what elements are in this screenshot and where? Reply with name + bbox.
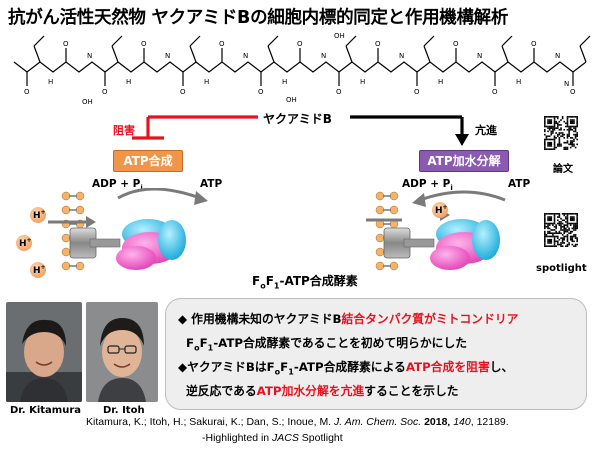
svg-text:N: N: [477, 52, 482, 60]
svg-text:H: H: [48, 78, 53, 86]
right-enzyme: [366, 190, 506, 271]
svg-text:O: O: [297, 40, 303, 48]
svg-text:O: O: [180, 88, 186, 96]
svg-text:H: H: [438, 78, 443, 86]
enzyme-label: FoF1-ATP合成酵素: [252, 274, 358, 291]
pathway-arrows: [132, 115, 469, 146]
svg-text:O: O: [141, 40, 147, 48]
activate-label: 亢進: [475, 124, 497, 137]
svg-text:O: O: [219, 40, 225, 48]
atp-synthase-illustrations: [16, 188, 506, 278]
caption-kitamura: Dr. Kitamura: [10, 405, 82, 416]
proton-label-4: H+: [435, 204, 448, 216]
svg-text:N: N: [399, 52, 404, 60]
activate-arrowhead: [455, 134, 469, 146]
proton-label-3: H+: [33, 264, 46, 276]
inhibit-label: 阻害: [113, 124, 135, 137]
svg-text:N: N: [555, 52, 560, 60]
left-adp-label: ADP + Pi: [92, 178, 143, 193]
svg-text:O: O: [492, 88, 498, 96]
proton-label-2: H+: [19, 237, 32, 249]
atp-hydrolysis-pill: ATP加水分解: [419, 150, 509, 172]
page-title: 抗がん活性天然物 ヤクアミドBの細胞内標的同定と作用機構解析: [8, 8, 509, 28]
svg-text:N: N: [321, 52, 326, 60]
svg-text:H: H: [516, 78, 521, 86]
svg-text:O: O: [102, 88, 108, 96]
qr-paper-label: 論文: [553, 164, 573, 175]
svg-text:H: H: [360, 78, 365, 86]
svg-text:N: N: [165, 52, 170, 60]
left-enzyme: [16, 188, 208, 278]
right-atp-label: ATP: [508, 178, 531, 190]
svg-text:H: H: [204, 78, 209, 86]
summary-line-3: ◆ヤクアミドBはFoF1-ATP合成酵素によるATP合成を阻害し、: [178, 360, 514, 377]
qr-code-spotlight[interactable]: [544, 213, 578, 247]
svg-text:H: H: [126, 78, 131, 86]
qr-spotlight-label: spotlight: [536, 263, 587, 274]
svg-text:N: N: [243, 52, 248, 60]
svg-text:O: O: [414, 88, 420, 96]
svg-text:O: O: [570, 88, 576, 96]
citation: Kitamura, K.; Itoh, H.; Sakurai, K.; Dan…: [86, 416, 509, 428]
left-atp-label: ATP: [200, 178, 223, 190]
svg-text:OH: OH: [334, 32, 345, 40]
svg-text:O: O: [24, 88, 30, 96]
svg-text:OH: OH: [82, 98, 93, 106]
summary-box: ◆ 作用機構未知のヤクアミドB結合タンパク質がミトコンドリア FoF1-ATP合…: [165, 298, 587, 410]
right-adp-label: ADP + Pi: [402, 178, 453, 193]
photo-itoh: [86, 302, 158, 402]
summary-line-1: ◆ 作用機構未知のヤクアミドB結合タンパク質がミトコンドリア: [178, 312, 519, 326]
svg-text:H: H: [282, 78, 287, 86]
atp-synthesis-pill: ATP合成: [113, 150, 183, 172]
svg-text:O: O: [336, 88, 342, 96]
summary-line-2: FoF1-ATP合成酵素であることを初めて明らかにした: [186, 336, 468, 353]
svg-text:O: O: [453, 40, 459, 48]
caption-itoh: Dr. Itoh: [103, 405, 145, 416]
svg-text:N: N: [564, 80, 569, 88]
highlight-note: -Highlighted in JACS Spotlight: [202, 432, 343, 444]
proton-label-1: H+: [33, 209, 46, 221]
svg-text:O: O: [63, 40, 69, 48]
summary-line-4: 逆反応であるATP加水分解を亢進することを示した: [186, 384, 459, 398]
qr-code-paper[interactable]: [544, 116, 578, 150]
photo-kitamura: [6, 302, 82, 402]
svg-text:N: N: [87, 52, 92, 60]
svg-text:O: O: [258, 88, 264, 96]
svg-text:OH: OH: [286, 96, 297, 104]
compound-label: ヤクアミドB: [263, 112, 332, 126]
svg-text:O: O: [375, 40, 381, 48]
svg-text:O: O: [531, 40, 537, 48]
